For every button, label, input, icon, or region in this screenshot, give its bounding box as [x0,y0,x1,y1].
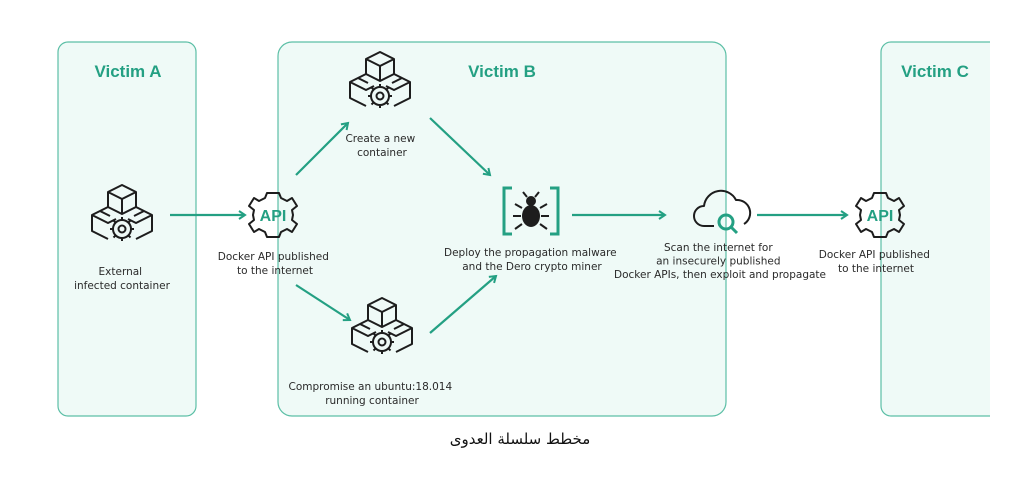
panel-victim-c [880,41,1024,417]
scan-internet-label: Scan the internet for an insecurely publ… [614,242,826,281]
external-container-label: External infected container [74,266,171,292]
deploy-malware-label: Deploy the propagation malware and the D… [444,247,620,273]
cloud-search-icon [693,189,752,235]
panel-victim-a [57,41,197,417]
api-icon-text: API [260,208,287,225]
arrow-api-to-compromise [295,284,352,322]
api-icon-text: API [867,208,894,225]
api-b-label: Docker API published to the internet [218,251,332,277]
panel-victim-b [277,41,727,417]
victim-c-title: Victim C [901,62,969,81]
compromise-container-label: Compromise an ubuntu:18.014 running cont… [288,381,455,407]
arrow-api-to-create [295,121,350,176]
api-c-label: Docker API published to the internet [819,249,933,275]
diagram-caption: مخطط سلسلة العدوى [450,430,591,448]
create-container-label: Create a new container [345,133,418,159]
arrow-create-to-deploy [429,117,492,177]
victim-a-title: Victim A [94,62,161,81]
bug-icon [502,186,560,236]
victim-b-title: Victim B [468,62,536,81]
arrow-compromise-to-deploy [429,274,498,334]
